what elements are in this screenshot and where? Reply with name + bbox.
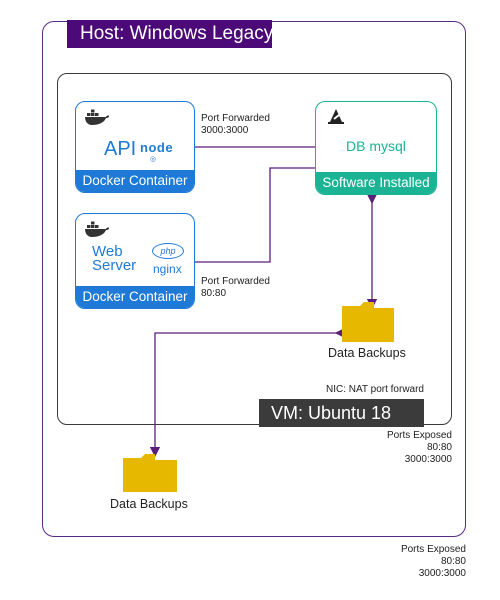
edge-web-label-line2: 80:80 (201, 288, 227, 299)
host-title: Host: Windows Legacy (67, 20, 273, 48)
host-ports-line2: 3000:3000 (418, 568, 466, 579)
edge-api-label-line1: Port Forwarded (201, 113, 270, 124)
api-footer: Docker Container (76, 170, 194, 192)
web-footer: Docker Container (76, 286, 194, 308)
vm-ports-line1: 80:80 (426, 442, 452, 453)
nginx-label: nginx (153, 262, 182, 276)
web-container-node[interactable]: Web Server php nginx Docker Container (75, 213, 195, 309)
vm-ports-line2: 3000:3000 (404, 454, 452, 465)
edge-web-label-line1: Port Forwarded (201, 276, 270, 287)
install-tool-icon (328, 109, 344, 124)
web-label-line1: Web (92, 243, 123, 260)
host-ports-title: Ports Exposed (400, 544, 466, 555)
api-label: API (104, 138, 137, 160)
vm-backup-label: Data Backups (328, 346, 406, 360)
host-ports-line1: 80:80 (440, 556, 466, 567)
vm-ports-exposed: Ports Exposed 80:80 3000:3000 (360, 430, 452, 466)
api-container-node[interactable]: API node ◎ Docker Container (75, 101, 195, 193)
edge-vm-backup-to-host-backup (149, 327, 346, 458)
web-label-line2: Server (92, 257, 137, 274)
edge-api-label-line2: 3000:3000 (201, 125, 249, 136)
node-logo-mark: ◎ (150, 156, 157, 163)
edge-web-to-db (195, 167, 315, 263)
docker-whale-icon (85, 221, 109, 237)
edge-api-label: Port Forwarded 3000:3000 (201, 113, 270, 137)
nic-note: NIC: NAT port forward (326, 384, 424, 395)
folder-icon (342, 302, 394, 342)
folder-icon (123, 454, 177, 492)
docker-whale-icon (85, 109, 109, 125)
db-software-node[interactable]: DB mysql Software Installed (315, 101, 437, 195)
php-logo: php (152, 243, 184, 259)
edge-web-label: Port Forwarded 80:80 (201, 276, 270, 300)
vm-ports-title: Ports Exposed (386, 430, 452, 441)
db-label: DB mysql (346, 138, 406, 154)
web-server-label: Web Server (92, 243, 142, 274)
host-ports-exposed: Ports Exposed 80:80 3000:3000 (374, 544, 466, 580)
host-backup-label: Data Backups (110, 497, 188, 511)
node-logo: node (140, 140, 174, 155)
db-footer: Software Installed (316, 172, 436, 194)
